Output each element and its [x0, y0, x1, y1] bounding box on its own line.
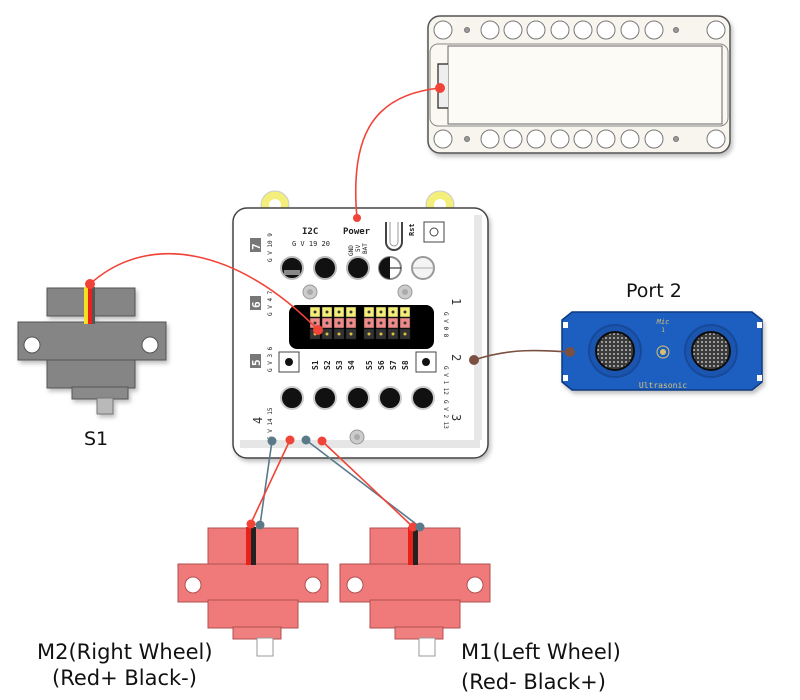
port-3-number: 3: [449, 414, 463, 421]
servo-header-label-s1: S1: [311, 360, 320, 370]
battery-mount-hole: [573, 20, 593, 40]
motor-m1-polarity: (Red- Black+): [461, 670, 606, 694]
servo-header-label-s3: S3: [335, 360, 344, 370]
battery-mount-hole: [620, 20, 640, 40]
controller-board: I2C G V 19 20 Power GND 5V BAT Rst 7 G V…: [232, 190, 489, 459]
battery-mount-holes-top: [433, 20, 726, 40]
battery-mount-hole: [480, 20, 500, 40]
battery-mount-hole: [573, 129, 593, 149]
motor-m2-polarity: (Red+ Black-): [52, 666, 197, 690]
i2c-pins-label: G V 19 20: [292, 240, 330, 248]
servo-header-label-s4: S4: [347, 360, 356, 370]
battery-pin-dot: [673, 27, 679, 33]
battery-mount-hole: [433, 129, 453, 149]
battery-mount-hole: [620, 129, 640, 149]
port-3-pins: G V 2 13: [442, 400, 449, 429]
battery-mount-hole: [596, 129, 616, 149]
port-1-number: 1: [449, 298, 463, 305]
port-4-pins: G V 14 15: [267, 407, 274, 440]
port-5-number: 5: [250, 359, 263, 366]
power-label: Power: [343, 227, 371, 237]
port-5-pins: G V 3 6: [267, 346, 274, 372]
battery-pack: [427, 15, 731, 154]
motor-m1: [339, 527, 491, 657]
port-6-pins: G V 4 7: [267, 290, 274, 316]
battery-mount-hole: [503, 129, 523, 149]
servo-s1: [17, 287, 167, 415]
i2c-label: I2C: [302, 227, 318, 237]
battery-mount-hole: [706, 129, 726, 149]
mic-label: Mic: [656, 318, 670, 326]
servo-header-label-s5: S5: [365, 360, 374, 370]
screw-icon: [349, 429, 365, 445]
battery-pin-dot: [673, 136, 679, 142]
battery-mount-hole: [596, 20, 616, 40]
power-pin-gnd: GND: [348, 245, 355, 256]
battery-mount-hole: [503, 20, 523, 40]
battery-mount-hole: [550, 20, 570, 40]
mic-number: 1: [661, 327, 665, 334]
battery-pin-dot: [464, 136, 470, 142]
battery-mount-holes-bottom: [433, 129, 726, 149]
screw-icon: [397, 284, 413, 300]
port-6-number: 6: [250, 301, 263, 308]
motor-m1-title: M1(Left Wheel): [461, 640, 621, 664]
servo-header-label-s6: S6: [377, 360, 386, 370]
port-2-number: 2: [449, 354, 463, 361]
battery-mount-hole: [526, 20, 546, 40]
servo-header-label-s7: S7: [389, 360, 398, 370]
reset-label: Rst: [408, 223, 416, 236]
ultrasonic-sensor: Mic 1 Ultrasonic: [561, 311, 763, 391]
battery-mount-hole: [644, 129, 664, 149]
wires: [85, 83, 575, 532]
wire-servo-s1: [89, 253, 319, 331]
wire-power-battery: [354, 87, 441, 219]
port-4-number: 4: [251, 417, 265, 424]
screw-icon: [302, 284, 318, 300]
servo-header-pins: [309, 306, 411, 340]
servo-header-label-s8: S8: [401, 360, 410, 370]
battery-mount-hole: [706, 20, 726, 40]
battery-mount-hole: [433, 20, 453, 40]
servo-header-label-s2: S2: [323, 360, 332, 370]
port-7-pins: G V 10 9: [267, 233, 274, 262]
motor-m2-title: M2(Right Wheel): [37, 640, 213, 664]
servo-s1-label: S1: [84, 428, 109, 450]
battery-pin-dot: [464, 27, 470, 33]
power-pin-5v: 5V: [355, 244, 362, 252]
ultrasonic-port-label: Port 2: [626, 280, 682, 302]
port-1-pins: G V 0 8: [442, 312, 449, 338]
battery-mount-hole: [480, 129, 500, 149]
ultrasonic-board-label: Ultrasonic: [639, 381, 687, 390]
port-2-pins: G V 1 12: [442, 366, 449, 395]
port-7-number: 7: [250, 243, 263, 250]
battery-mount-hole: [644, 20, 664, 40]
wire-ultrasonic-port2: [473, 349, 571, 361]
battery-mount-hole: [526, 129, 546, 149]
power-pin-bat: BAT: [362, 243, 369, 254]
battery-mount-hole: [550, 129, 570, 149]
motor-m2: [177, 527, 329, 657]
